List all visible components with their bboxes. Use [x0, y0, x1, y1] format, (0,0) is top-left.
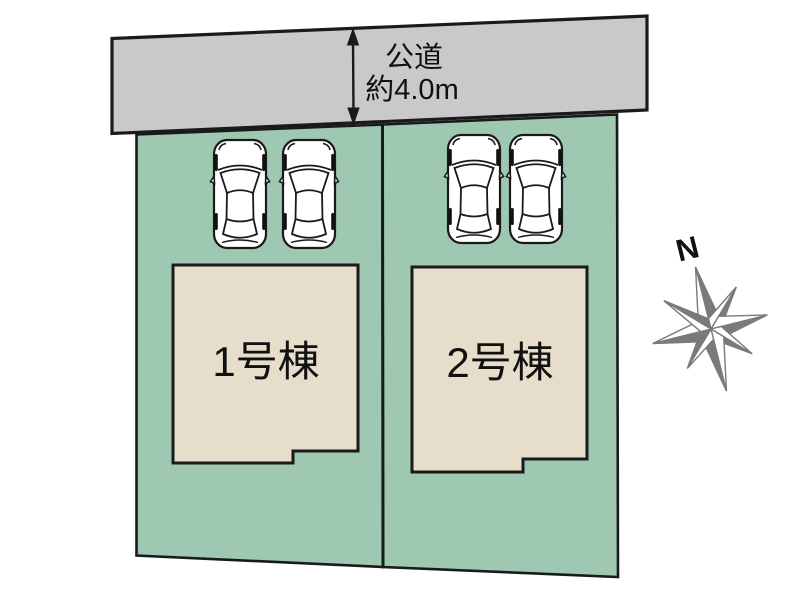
- car-plot2-left: [443, 133, 505, 245]
- building-1-outline: [171, 263, 360, 465]
- building-1-label: 1号棟: [212, 338, 319, 385]
- building-2-outline: [410, 265, 589, 474]
- car-plot2-right: [505, 133, 567, 245]
- plot-divider: [381, 124, 385, 568]
- road: [110, 14, 649, 136]
- compass-point-nw: [663, 300, 713, 333]
- buildings: [171, 263, 589, 474]
- car-plot1-left: [209, 138, 271, 250]
- road-surface: [110, 14, 649, 136]
- dimension-arrow-head-top: [346, 27, 360, 46]
- road-label-line1: 公道: [385, 41, 443, 74]
- car-plot1-right: [278, 138, 340, 250]
- compass-north-label: N: [672, 229, 702, 268]
- dimension-arrow-head-bottom: [347, 107, 360, 126]
- compass-rose: [652, 266, 768, 392]
- road-label-line2: 約4.0m: [365, 73, 458, 106]
- building-2-label: 2号棟: [446, 339, 553, 386]
- road-width-dimension: [346, 27, 360, 126]
- dimension-arrow-line: [351, 37, 355, 115]
